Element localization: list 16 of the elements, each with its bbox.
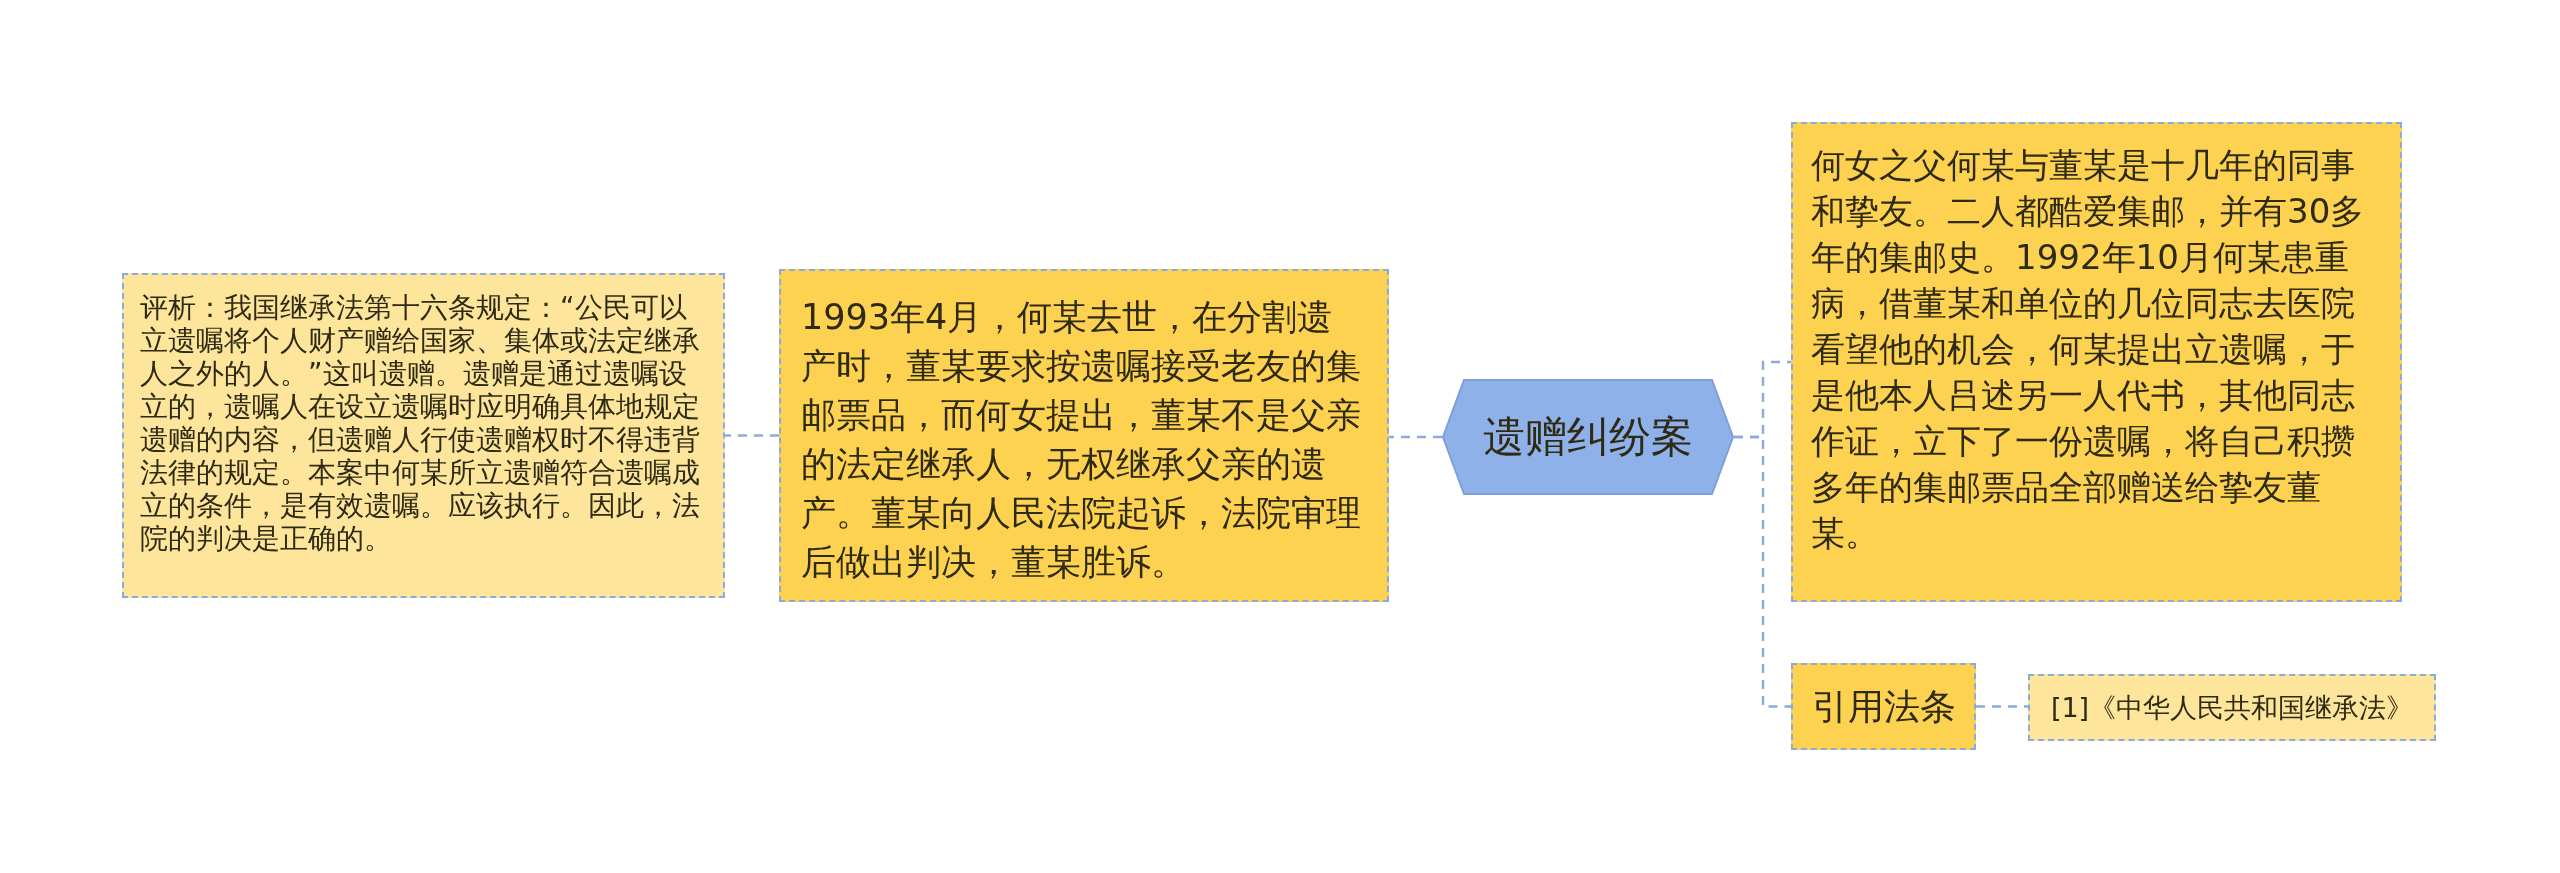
topic-text: [1]《中华人民共和国继承法》 — [2050, 690, 2414, 725]
topic-text: 何女之父何某与董某是十几年的同事和挚友。二人都酷爱集邮，并有30多年的集邮史。1992年10月何某患重病，借董某和单位的几位同志去医院看望他的机会，何某提出立遗嘱，于是他本人吕述另一人代书，其他同志作证，立下了一份遗嘱，将自己积攒多年的集邮票品全部赠送给挚友董某。 — [1811, 144, 2366, 555]
topic-text: 评析：我国继承法第十六条规定：“公民可以立遗嘱将个人财产赠给国家、集体或法定继承人之外的人。”这叫遗赠。遗赠是通过遗嘱设立的，遗嘱人在设立遗嘱时应明确具体地规定遗赠的内容，但遗赠人行使遗赠权时不得违背法律的规定。本案中何某所立遗赠符合遗嘱成立的条件，是有效遗嘱。应该执行。因此，法院的判决是正确的。 — [140, 291, 701, 555]
topic-text: 1993年4月，何某去世，在分割遗产时，董某要求按遗嘱接受老友的集邮票品，而何女提出，董某不是父亲的法定继承人，无权继承父亲的遗产。董某向人民法院起诉，法院审理后做出判决，董某胜诉。 — [801, 296, 1362, 584]
connector-line — [725, 434, 779, 437]
note-box — [122, 273, 725, 598]
topic-text: 引用法条 — [1811, 684, 1956, 729]
topic-box — [779, 269, 1389, 602]
reference-box — [2028, 674, 2436, 741]
connector-line — [1734, 435, 1791, 708]
topic-title: 遗赠纠纷案 — [1483, 412, 1693, 462]
topic-box — [1791, 663, 1976, 750]
central-topic-hexagon — [1442, 379, 1734, 495]
topic-box — [1791, 122, 2402, 602]
connector-line — [1389, 435, 1442, 439]
connector-line — [1976, 705, 2028, 708]
